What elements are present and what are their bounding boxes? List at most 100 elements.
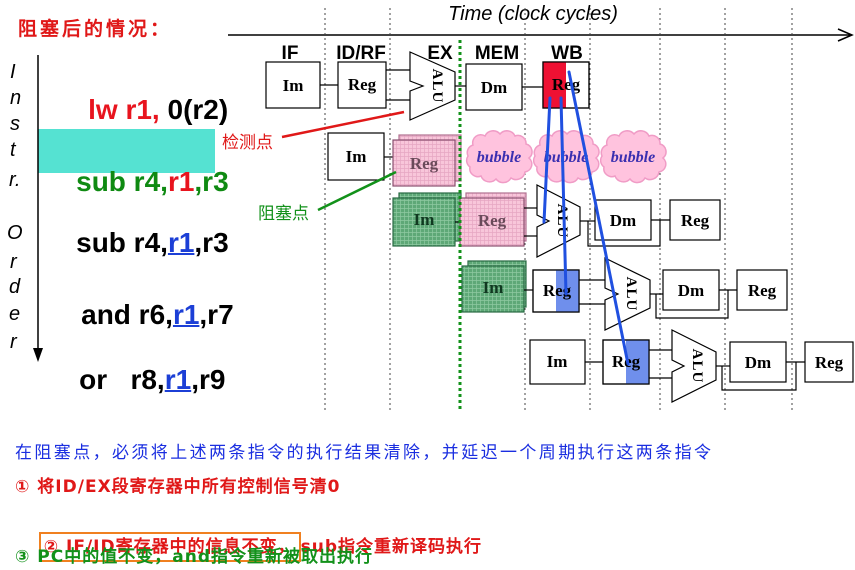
instruction-opcode: sub r4, [76, 166, 168, 197]
im-label: Im [346, 147, 367, 166]
detect-point-pointer [281, 110, 405, 139]
order-axis-letter: n [10, 87, 22, 109]
register-read-half [626, 340, 649, 384]
bubble-label: bubble [544, 149, 588, 166]
dependent-register: r1 [167, 166, 195, 197]
forwarded-register: r1 [167, 227, 195, 258]
im-label: Im [414, 210, 435, 229]
detect-point-label: 检测点 [222, 133, 273, 153]
reg-label: Reg [348, 75, 377, 94]
register-file-box [736, 269, 788, 311]
pipeline-row-or [529, 329, 854, 403]
order-axis-letter: s [10, 113, 20, 135]
instruction-opcode: or r8, [79, 364, 165, 395]
note-step-3: ③ PC中的值不变，and指令重新被取出执行 [15, 547, 373, 567]
dm-label: Dm [678, 281, 704, 300]
dm-label: Dm [481, 78, 507, 97]
order-axis-letter: r [10, 331, 17, 353]
instruction-operand: ,r3 [194, 227, 229, 258]
reg-label: Reg [552, 75, 581, 94]
alu-shape [536, 184, 581, 258]
stall-point-label: 阻塞点 [258, 204, 309, 224]
cycle-gridlines [324, 8, 793, 410]
stall-explanation: 在阻塞点，必须将上述两条指令的执行结果清除，并延迟一个周期执行这两条指令 [15, 443, 714, 463]
instruction-operand: ,r7 [199, 299, 234, 330]
instruction-opcode: sub r4, [76, 227, 168, 258]
reg-label: Reg [815, 353, 844, 372]
alu-shape [671, 329, 717, 403]
stage-header-id-rf: ID/RF [336, 43, 386, 64]
im-label: Im [547, 352, 568, 371]
alu-label: ALU [689, 349, 705, 384]
reg-label: Reg [748, 281, 777, 300]
order-axis-letter: r [10, 251, 17, 273]
instruction-operand: ,r9 [191, 364, 226, 395]
alu-label: ALU [554, 204, 570, 239]
instruction-and: and r6,r1,r7 [50, 270, 234, 360]
order-axis-letter: d [9, 276, 21, 298]
reg-label: Reg [410, 154, 439, 173]
pipeline-row-sub [392, 184, 721, 258]
register-write-half [543, 62, 566, 108]
register-file-box-pink [392, 139, 456, 187]
order-axis-letter: t [10, 139, 16, 161]
dm-label: Dm [610, 211, 636, 230]
data-memory-box [594, 199, 652, 241]
forwarded-register: r1 [172, 299, 200, 330]
stage-header-wb: WB [551, 43, 583, 64]
forwarding-line [567, 70, 630, 366]
writeback-register-outline [542, 61, 590, 109]
register-file-outline [532, 269, 580, 313]
data-memory-box [729, 341, 787, 383]
instruction-memory-box [327, 132, 385, 181]
note-step-2-boxed: ② IF/ID寄存器中的信息不变， [38, 532, 301, 562]
stage-header-if: IF [282, 43, 299, 64]
forwarded-register: r1 [164, 364, 192, 395]
alu-label: ALU [429, 69, 445, 104]
memory-bypass-path [721, 362, 797, 391]
memory-bypass-path [655, 290, 729, 319]
im-label: Im [483, 278, 504, 297]
stall-point-pointer [317, 170, 397, 212]
instruction-or: or r8,r1,r9 [48, 335, 225, 425]
reg-label: Reg [478, 211, 507, 230]
instruction-opcode: lw r1, [88, 94, 160, 125]
order-axis-letter: O [7, 222, 23, 244]
forwarding-paths [542, 70, 630, 366]
order-axis-letter: r. [9, 169, 21, 191]
note-step-2-rest: sub指令重新译码执行 [300, 537, 482, 557]
im-label: Im [283, 76, 304, 95]
data-memory-box [662, 269, 720, 311]
instruction-memory-box-green [461, 265, 525, 313]
alu-label: ALU [623, 277, 639, 312]
bubble-label: bubble [611, 149, 655, 166]
note-step-1: ① 将ID/EX段寄存器中所有控制信号清0 [15, 477, 341, 497]
instruction-opcode: and r6, [81, 299, 173, 330]
reg-label: Reg [681, 211, 710, 230]
forwarding-line [542, 96, 552, 224]
pipeline-row-sub-stalled [327, 132, 462, 187]
instruction-sub: sub r4,r1,r3 [45, 198, 229, 288]
register-file-box [669, 199, 721, 241]
order-axis-letter: I [10, 61, 16, 83]
alu-shape [409, 51, 456, 121]
time-axis-label: Time (clock cycles) [448, 3, 618, 25]
instruction-order-arrowhead [33, 348, 43, 362]
bubble-label: bubble [477, 149, 521, 166]
register-file-box [337, 61, 387, 109]
stage-header-mem: MEM [475, 43, 519, 64]
register-file-box [804, 341, 854, 383]
time-axis-arrowhead [837, 28, 854, 42]
instruction-lw: lw r1, 0(r2) [57, 65, 228, 155]
instruction-memory-box [265, 61, 321, 109]
register-file-outline [602, 339, 650, 385]
memory-bypass-path [587, 220, 661, 247]
instruction-memory-box-green [392, 197, 456, 247]
slide-title: 阻塞后的情况： [18, 18, 173, 40]
note-step-2: ② IF/ID寄存器中的信息不变，sub指令重新译码执行 [15, 510, 482, 570]
instruction-operand: ,r3 [194, 166, 229, 197]
data-memory-box [465, 63, 523, 111]
instruction-sub-stalled: sub r4,r1,r3 [45, 137, 229, 227]
